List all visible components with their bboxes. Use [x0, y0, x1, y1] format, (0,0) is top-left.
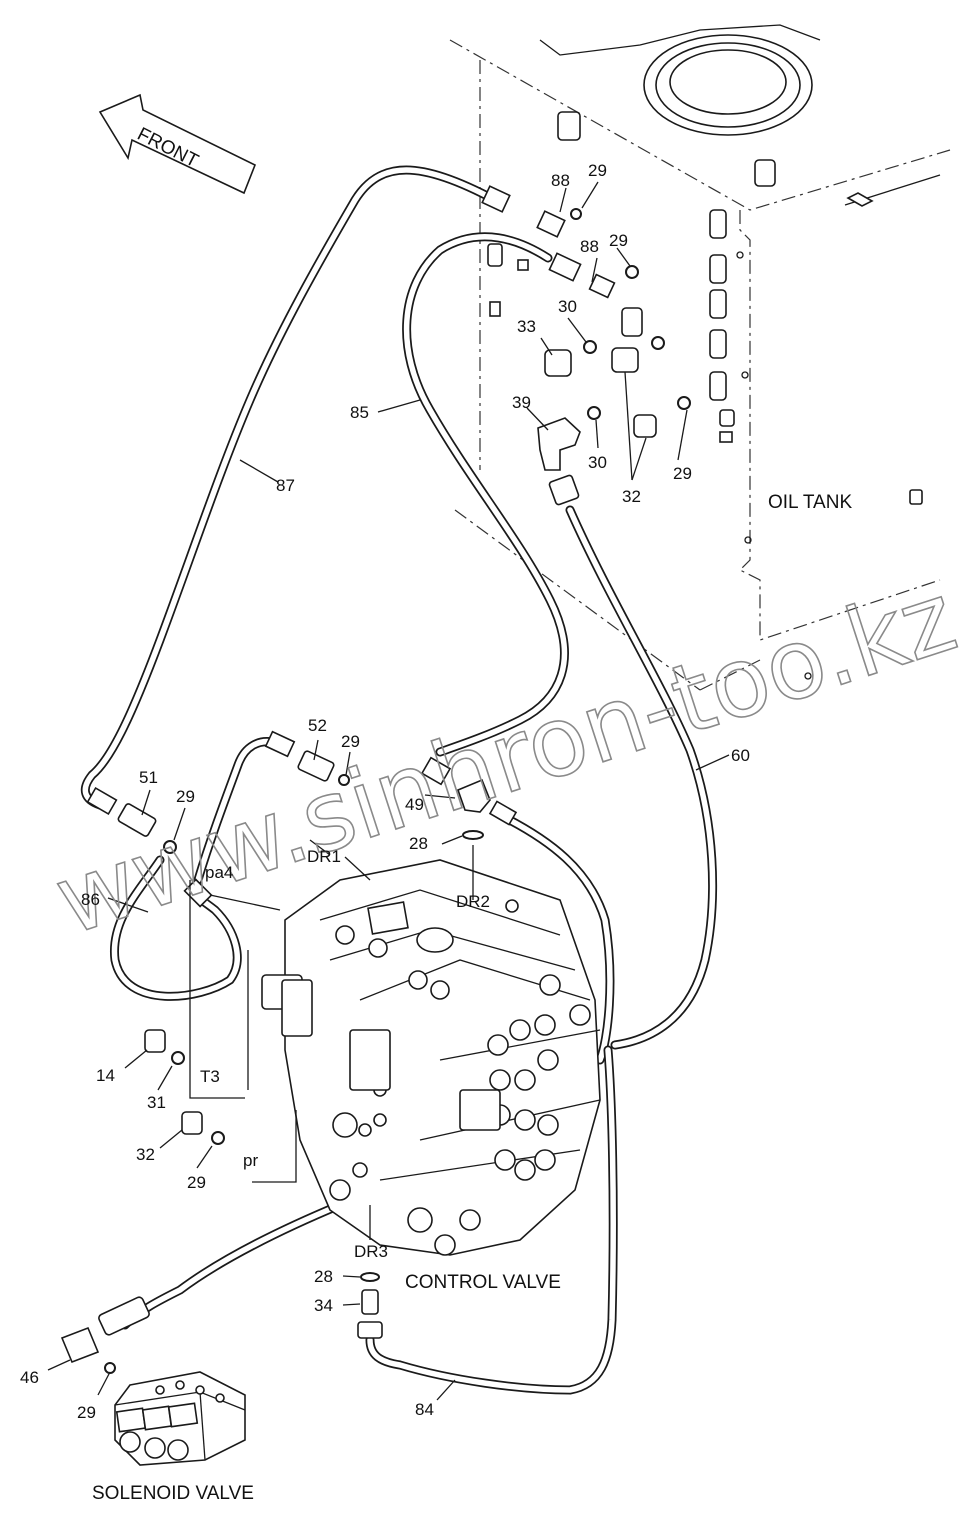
- label-30-lower: 30: [588, 453, 607, 472]
- label-33: 33: [517, 317, 536, 336]
- label-60: 60: [731, 746, 750, 765]
- label-88-upper: 88: [551, 171, 570, 190]
- label-49: 49: [405, 795, 424, 814]
- label-84: 84: [415, 1400, 434, 1419]
- label-46: 46: [20, 1368, 39, 1387]
- label-31: 31: [147, 1093, 166, 1112]
- label-pr: pr: [243, 1151, 258, 1170]
- fittings: [60, 185, 691, 1374]
- oil-tank-label: OIL TANK: [768, 492, 852, 513]
- hose-from-49: [495, 810, 615, 1065]
- label-14: 14: [96, 1066, 115, 1085]
- hose-to-solenoid: [120, 1200, 345, 1330]
- solenoid-valve-label: SOLENOID VALVE: [92, 1483, 254, 1504]
- label-52: 52: [308, 716, 327, 735]
- label-34: 34: [314, 1296, 333, 1315]
- label-86: 86: [81, 890, 100, 909]
- label-T3: T3: [200, 1067, 220, 1086]
- hose-86: [109, 855, 242, 1001]
- label-29-solenoid: 29: [77, 1403, 96, 1422]
- hose-85: [402, 232, 569, 757]
- label-29-upper: 29: [588, 161, 607, 180]
- label-32-tank: 32: [622, 487, 641, 506]
- label-DR2: DR2: [456, 892, 490, 911]
- solenoid-valve: [114, 1371, 246, 1466]
- hose-to-52: [193, 737, 277, 885]
- label-pa4: pa4: [205, 863, 233, 882]
- label-DR3: DR3: [354, 1242, 388, 1261]
- label-39: 39: [512, 393, 531, 412]
- label-88-lower: 88: [580, 237, 599, 256]
- label-29-pr: 29: [187, 1173, 206, 1192]
- label-87: 87: [276, 476, 295, 495]
- label-DR1: DR1: [307, 847, 341, 866]
- label-51: 51: [139, 768, 158, 787]
- hose-60: [565, 505, 718, 1050]
- label-28-upper: 28: [409, 834, 428, 853]
- label-29-tank: 29: [673, 464, 692, 483]
- hose-87: [80, 165, 500, 810]
- leader-lines: [47, 181, 730, 1401]
- label-29-51: 29: [176, 787, 195, 806]
- oil-tank: [449, 24, 951, 691]
- label-30-upper: 30: [558, 297, 577, 316]
- front-arrow: FRONT: [98, 93, 257, 195]
- label-29-lower: 29: [609, 231, 628, 250]
- label-29-52: 29: [341, 732, 360, 751]
- hose-84: [365, 1045, 618, 1395]
- part-labels: 88 29 88 29 30 33 85 39 30 32 29 87 OIL …: [20, 161, 852, 1504]
- control-valve-label: CONTROL VALVE: [405, 1272, 561, 1293]
- label-85: 85: [350, 403, 369, 422]
- control-valve: [261, 859, 601, 1256]
- label-32-pr: 32: [136, 1145, 155, 1164]
- label-28-lower: 28: [314, 1267, 333, 1286]
